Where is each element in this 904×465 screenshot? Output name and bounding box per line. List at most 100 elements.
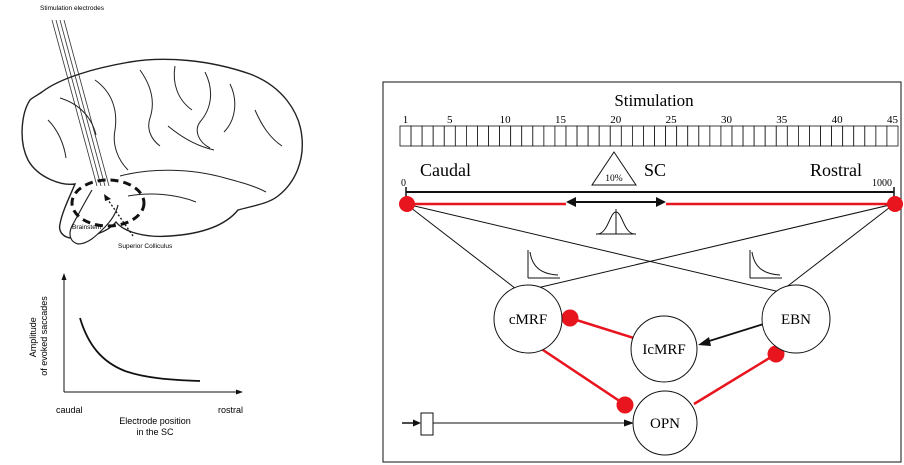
node-cmrf-label: cMRF	[509, 312, 547, 328]
spread-arrowhead-right	[656, 197, 666, 207]
ruler-cell	[643, 125, 655, 147]
ruler-tick-label: 35	[776, 114, 788, 126]
ruler-cell	[864, 125, 877, 147]
ruler-cell	[576, 125, 589, 147]
model-frame	[382, 81, 902, 463]
scale-end: 1000	[872, 178, 892, 189]
ruler-cell	[698, 125, 711, 147]
node-ebn: EBN	[761, 284, 831, 354]
synapse-cmrf-icmrf	[561, 309, 579, 327]
brainstem-label: Brainstem	[72, 224, 101, 231]
node-opn-label: OPN	[650, 416, 680, 432]
inhibitory-synapse-caudal	[399, 196, 415, 212]
inhibitory-links	[539, 316, 777, 406]
ebn-to-icmrf-arrow	[705, 321, 771, 343]
plot-x-left: caudal	[56, 405, 83, 415]
plot-y-arrowhead	[61, 273, 67, 280]
ruler-cell	[709, 125, 722, 147]
input-to-opn-arrowhead	[624, 419, 634, 427]
amplitude-plot: Amplitude of evoked saccades caudal rost…	[28, 273, 243, 437]
ruler-tick-label: 45	[887, 114, 899, 126]
stimulation-title: Stimulation	[614, 91, 694, 110]
sc-label: SC	[644, 160, 666, 180]
ruler-cell	[753, 125, 766, 147]
ruler-cell	[620, 125, 633, 147]
ruler-cell	[465, 125, 478, 147]
ruler-cell	[786, 125, 799, 147]
ruler-cell	[399, 125, 412, 147]
ruler-cell	[853, 125, 866, 147]
ruler-cell	[676, 125, 689, 147]
brain-illustration: Stimulation electrodes Brainstem Superio…	[21, 5, 303, 250]
ruler-cell	[842, 125, 855, 147]
synapse-ebn-opn	[767, 345, 785, 363]
ruler-tick-label: 15	[555, 114, 567, 126]
spread-arrowhead-left	[566, 197, 576, 207]
node-cmrf: cMRF	[493, 284, 563, 354]
rostral-label: Rostral	[810, 160, 862, 180]
ruler-tick-label: 40	[832, 114, 844, 126]
ruler-cell	[809, 125, 821, 147]
node-icmrf-label: IcMRF	[642, 342, 685, 358]
ruler-cell	[731, 125, 744, 147]
spread-triangle	[591, 151, 637, 186]
ruler-cell	[775, 125, 788, 147]
plot-x-right: rostral	[218, 405, 243, 415]
ruler-cell	[798, 125, 810, 147]
plot-xlabel-2: in the SC	[136, 427, 174, 437]
sc-projection-lines	[405, 203, 895, 293]
ruler-tick-label: 30	[721, 114, 733, 126]
ruler-cell	[609, 125, 622, 147]
node-icmrf: IcMRF	[630, 315, 698, 383]
ruler-cell	[654, 125, 667, 147]
stimulation-ruler	[399, 125, 899, 147]
ruler-tick-label: 20	[610, 114, 622, 126]
caudal-label: Caudal	[420, 160, 471, 180]
ruler-cell	[543, 125, 556, 147]
scale-start: 0	[401, 178, 406, 189]
ruler-cell	[820, 125, 833, 147]
ruler-cell	[764, 125, 777, 147]
ruler-cell	[598, 125, 611, 147]
ruler-cell	[443, 125, 456, 147]
brain-sulci	[47, 65, 283, 203]
decay-plot-ebn	[749, 250, 782, 279]
ruler-cell	[532, 125, 545, 147]
amplitude-curve	[79, 317, 201, 382]
ruler-tick-label: 1	[403, 114, 409, 126]
ruler-cell	[554, 125, 567, 147]
ruler-cell	[454, 125, 467, 147]
ruler-cell	[720, 125, 733, 147]
ruler-cell	[488, 125, 500, 147]
decay-plot-cmrf	[527, 250, 560, 279]
ruler-cell	[421, 125, 434, 147]
ruler-cell	[477, 125, 489, 147]
electrode-shafts	[51, 19, 110, 187]
ruler-cell	[565, 125, 578, 147]
synapse-cmrf-opn	[616, 396, 634, 414]
ruler-cell	[886, 125, 899, 147]
ruler-cell	[831, 125, 844, 147]
ruler-cell	[665, 125, 678, 147]
input-box	[420, 412, 434, 436]
sc-label: Superior Colliculus	[118, 243, 173, 250]
ruler-cell	[432, 125, 445, 147]
ruler-cell	[632, 125, 644, 147]
brain-outline	[21, 58, 303, 239]
node-opn: OPN	[632, 390, 698, 456]
plot-x-arrowhead	[236, 389, 243, 395]
ruler-cell	[499, 125, 512, 147]
ruler-cell	[742, 125, 755, 147]
plot-ylabel: Amplitude of evoked saccades	[28, 296, 49, 376]
sc-pointer-arrowhead	[104, 194, 111, 201]
ruler-cell	[510, 125, 523, 147]
ruler-tick-label: 5	[447, 114, 453, 126]
inhibitory-synapse-rostral	[887, 196, 903, 212]
ruler-cell	[587, 125, 600, 147]
ruler-tick-label: 25	[666, 114, 678, 126]
spread-label: 10%	[605, 174, 623, 184]
ruler-cell	[875, 125, 888, 147]
